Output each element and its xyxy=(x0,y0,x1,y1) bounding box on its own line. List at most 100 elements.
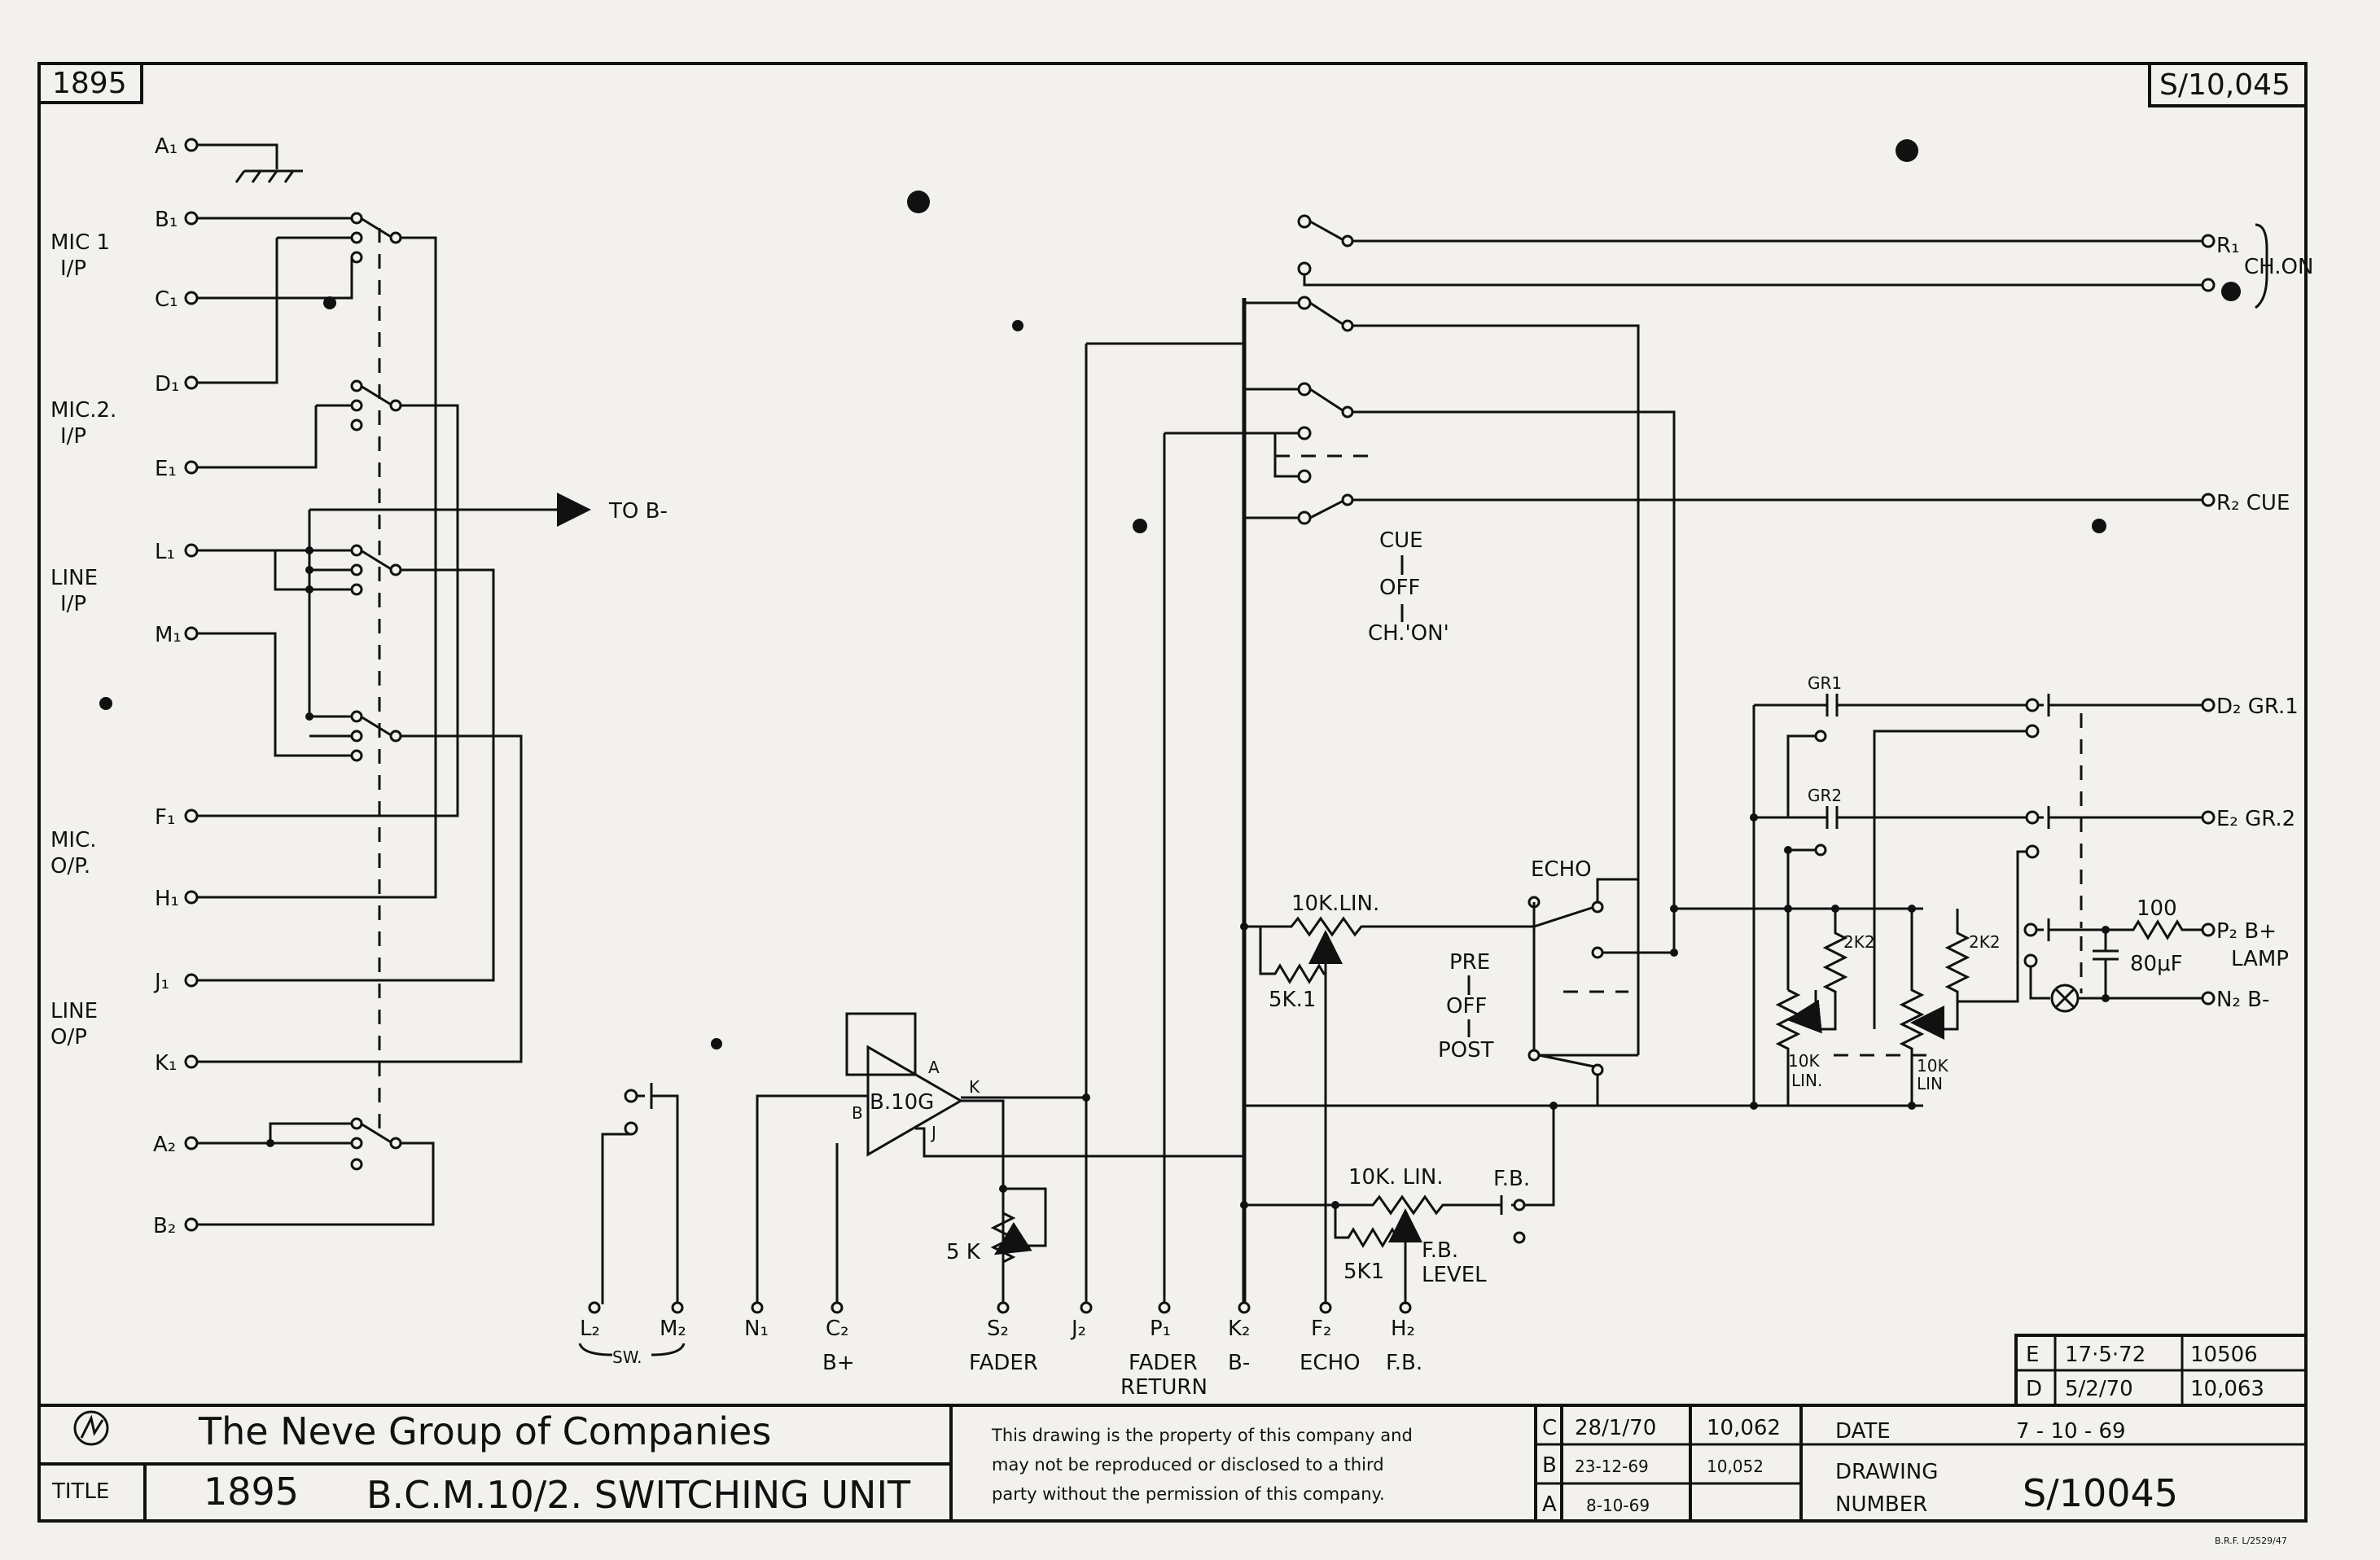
neve-logo-icon xyxy=(73,1410,109,1446)
input-section: MIC 1 I/P MIC.2. I/P LINE I/P MIC. O/P. … xyxy=(50,134,668,1238)
print-reference: B.R.F. L/2529/47 xyxy=(2215,1536,2287,1546)
svg-text:B: B xyxy=(1542,1453,1557,1478)
resistor-5k-label: 5 K xyxy=(946,1240,981,1264)
pin-A2: A₂ xyxy=(153,1133,176,1157)
resistor-5k1-b-label: 5K1 xyxy=(1343,1260,1384,1284)
svg-text:10,052: 10,052 xyxy=(1707,1457,1764,1476)
pin-K1: K₁ xyxy=(155,1051,177,1076)
group-label-mic1: MIC 1 xyxy=(50,230,110,255)
pin-C2: C₂ xyxy=(826,1317,849,1341)
pin-M1: M₁ xyxy=(155,623,182,647)
fb-pin-label: F.B. xyxy=(1386,1351,1422,1375)
pin-K2: K₂ xyxy=(1228,1317,1250,1341)
capacitor-80uf-label: 80μF xyxy=(2130,952,2183,976)
svg-text:17·5·72: 17·5·72 xyxy=(2065,1343,2146,1367)
amplifier-section: B.10G A B K J 5 K L₂ M₂ xyxy=(578,298,1923,1400)
revision-table-upper: E 17·5·72 10506 D 5/2/70 10,063 xyxy=(2014,1334,2308,1407)
svg-text:K: K xyxy=(969,1077,980,1097)
svg-text:A: A xyxy=(1542,1492,1557,1517)
title-number: 1895 xyxy=(204,1470,299,1514)
pin-N1: N₁ xyxy=(744,1317,769,1341)
fb-level-label-1: F.B. xyxy=(1422,1238,1458,1263)
pin-J2: J₂ xyxy=(1070,1317,1086,1341)
pin-E1: E₁ xyxy=(155,457,177,481)
svg-text:23-12-69: 23-12-69 xyxy=(1575,1457,1649,1476)
pot-10k-lin-1-label: 10K.LIN. xyxy=(1291,892,1379,916)
svg-text:I/P: I/P xyxy=(60,256,86,281)
bplus-label: B+ xyxy=(822,1351,855,1375)
pin-H1: H₁ xyxy=(155,887,179,911)
pin-C1: C₁ xyxy=(155,287,178,312)
resistor-100-label: 100 xyxy=(2137,896,2177,921)
pot-10k-lin-4-label-1: 10K xyxy=(1917,1056,1948,1076)
drawing-frame xyxy=(37,62,2308,1523)
title-label: TITLE xyxy=(51,1479,109,1504)
notice-line-3: party without the permission of this com… xyxy=(992,1484,1385,1504)
sheet-tag-right: S/10,045 xyxy=(2148,62,2308,107)
fader-return-label-1: FADER xyxy=(1129,1351,1198,1375)
pre-label: PRE xyxy=(1449,950,1490,975)
gr2-label: GR2 xyxy=(1808,786,1842,805)
pin-F1: F₁ xyxy=(155,805,175,830)
to-b-minus-label: TO B- xyxy=(608,499,668,524)
pin-S2: S₂ xyxy=(987,1317,1009,1341)
echo-section: 10K.LIN. 5K.1 ECHO PRE OFF POST 10K. LIN… xyxy=(1240,857,1678,1304)
drawing-number-label-1: DRAWING xyxy=(1835,1460,1938,1484)
out-R2-cue-label: R₂ CUE xyxy=(2216,491,2290,515)
cue-label: CUE xyxy=(1379,528,1423,553)
svg-text:I/P: I/P xyxy=(60,592,86,616)
cue-switch-bank: R₁ CH.ON R₂ CUE CUE OFF CH.'ON' xyxy=(1244,214,2313,1055)
svg-text:E: E xyxy=(2026,1343,2039,1367)
fb-level-label-2: LEVEL xyxy=(1422,1263,1487,1287)
pin-P1: P₁ xyxy=(1150,1317,1171,1341)
out-R1-label: R₁ xyxy=(2216,234,2240,258)
pin-L2: L₂ xyxy=(580,1317,600,1341)
pin-A1: A₁ xyxy=(155,134,178,159)
svg-text:O/P.: O/P. xyxy=(50,854,90,879)
group-section: GR1 D₂ GR.1 GR2 E₂ GR.2 10K LIN. 2K2 xyxy=(1670,673,2299,1110)
svg-text:28/1/70: 28/1/70 xyxy=(1575,1416,1656,1440)
out-P2-label: P₂ B+ xyxy=(2216,919,2277,944)
svg-text:B.10G: B.10G xyxy=(870,1090,934,1115)
svg-text:A: A xyxy=(928,1058,940,1077)
group-label-line-op: LINE xyxy=(50,999,98,1023)
sw-label: SW. xyxy=(612,1347,642,1367)
resistor-5k1-a-label: 5K.1 xyxy=(1269,988,1316,1012)
svg-text:8-10-69: 8-10-69 xyxy=(1586,1496,1650,1515)
svg-text:1895: 1895 xyxy=(52,67,127,100)
off-label-2: OFF xyxy=(1446,994,1487,1019)
notice-line-1: This drawing is the property of this com… xyxy=(991,1426,1413,1445)
out-N2-label: N₂ B- xyxy=(2216,988,2269,1012)
notice-line-2: may not be reproduced or disclosed to a … xyxy=(992,1455,1384,1475)
pin-J1: J₁ xyxy=(153,970,169,994)
echo-pin-label: ECHO xyxy=(1300,1351,1361,1375)
scan-specks xyxy=(99,139,2241,1049)
pin-F2: F₂ xyxy=(1311,1317,1331,1341)
fader-label: FADER xyxy=(969,1351,1038,1375)
svg-text:O/P: O/P xyxy=(50,1025,87,1049)
svg-text:10506: 10506 xyxy=(2190,1343,2258,1367)
sheet-tag-left: 1895 xyxy=(37,62,143,104)
date-value: 7 - 10 - 69 xyxy=(2016,1419,2126,1444)
pot-10k-lin-2-label: 10K. LIN. xyxy=(1348,1165,1444,1190)
resistor-2k2-b-label: 2K2 xyxy=(1969,932,2001,952)
pin-L1: L₁ xyxy=(155,540,175,564)
fb-switch-label: F.B. xyxy=(1493,1167,1530,1191)
out-D2-gr1-label: D₂ GR.1 xyxy=(2216,695,2299,719)
pin-B1: B₁ xyxy=(155,208,178,232)
chon-label: CH.ON xyxy=(2244,255,2313,279)
svg-text:B: B xyxy=(852,1103,863,1123)
svg-text:I/P: I/P xyxy=(60,424,86,449)
pot-10k-lin-3-label-1: 10K xyxy=(1788,1051,1820,1071)
fader-return-label-2: RETURN xyxy=(1120,1375,1208,1400)
date-label: DATE xyxy=(1835,1419,1891,1444)
out-E2-gr2-label: E₂ GR.2 xyxy=(2216,807,2295,831)
pot-10k-lin-4-label-2: LIN xyxy=(1917,1074,1943,1093)
pin-D1: D₁ xyxy=(155,372,179,397)
chon-mode-label: CH.'ON' xyxy=(1368,621,1449,646)
off-label: OFF xyxy=(1379,576,1420,600)
svg-text:J: J xyxy=(930,1123,936,1142)
drawing-title: B.C.M.10/2. SWITCHING UNIT xyxy=(366,1473,911,1517)
drawing-number-label-2: NUMBER xyxy=(1835,1492,1927,1517)
